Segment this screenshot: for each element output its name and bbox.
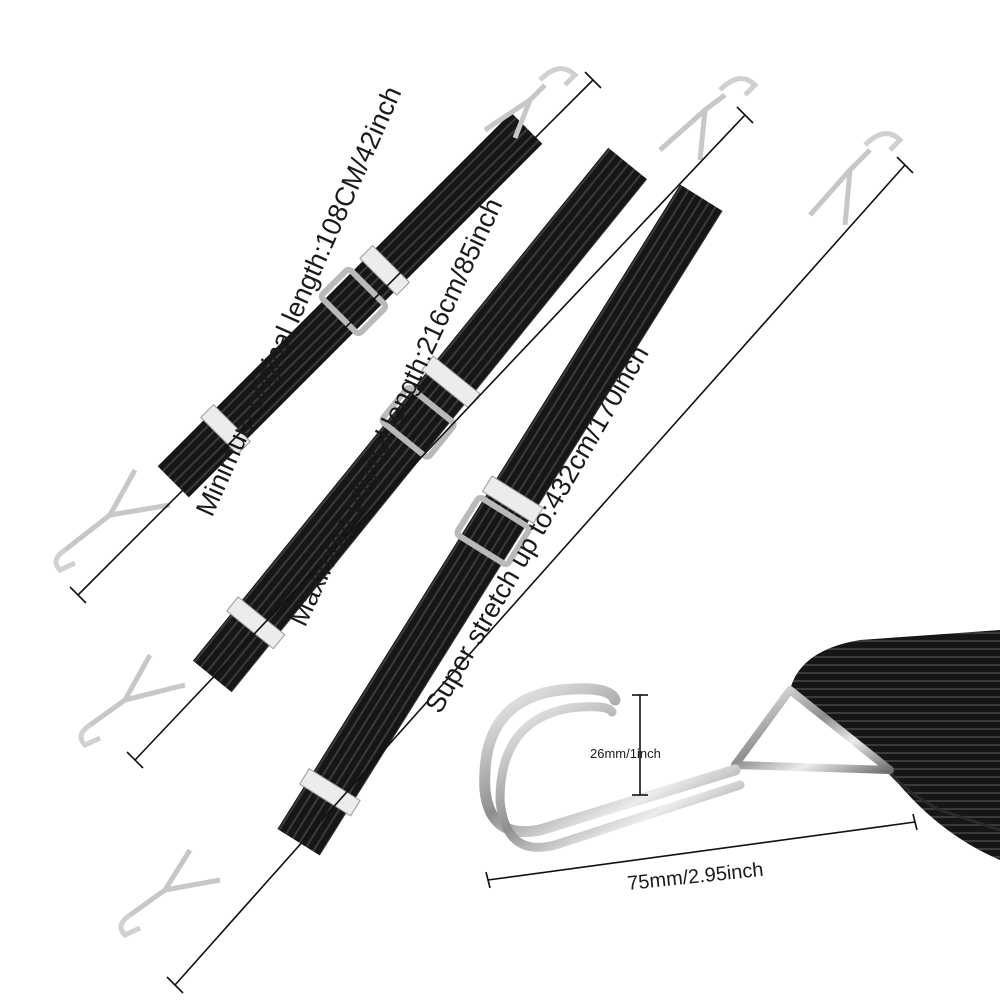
hook-width-label: 75mm/2.95inch [626, 859, 764, 895]
strap-medium-hook-bottom-icon [78, 653, 186, 749]
strap-medium-keeper-bottom [226, 596, 286, 650]
strap-medium-hook-top-icon [658, 76, 759, 161]
strap-short-hook-top-icon [483, 66, 579, 139]
hook-height-label: 26mm/1inch [590, 746, 661, 761]
strap-long-measure-line [174, 164, 906, 986]
hook-closeup-triangle [731, 686, 894, 774]
strap-short-keeper-top [359, 244, 411, 296]
hook-closeup: 26mm/1inch 75mm/2.95inch [479, 630, 1000, 895]
hook-closeup-hook-icon [479, 683, 745, 852]
strap-long-buckle [454, 494, 532, 568]
strap-short-keeper-bottom [200, 403, 252, 455]
strap-long-keeper-top [481, 475, 544, 524]
hook-width-measure-line [487, 821, 916, 881]
strap-short-body [157, 112, 543, 498]
strap-short-measure-line [77, 79, 594, 596]
strap-medium-buckle [379, 384, 457, 460]
strap-long-body [277, 184, 723, 856]
strap-short-hook-bottom-icon [53, 468, 171, 574]
strap-long-hook-bottom-icon [118, 848, 221, 939]
strap-short-buckle [318, 266, 389, 337]
strap-medium-body [192, 147, 648, 693]
strap-long-keeper-bottom [298, 768, 361, 817]
strap-medium-measure-line [134, 114, 746, 761]
strap-long-hook-top-icon [808, 131, 904, 226]
